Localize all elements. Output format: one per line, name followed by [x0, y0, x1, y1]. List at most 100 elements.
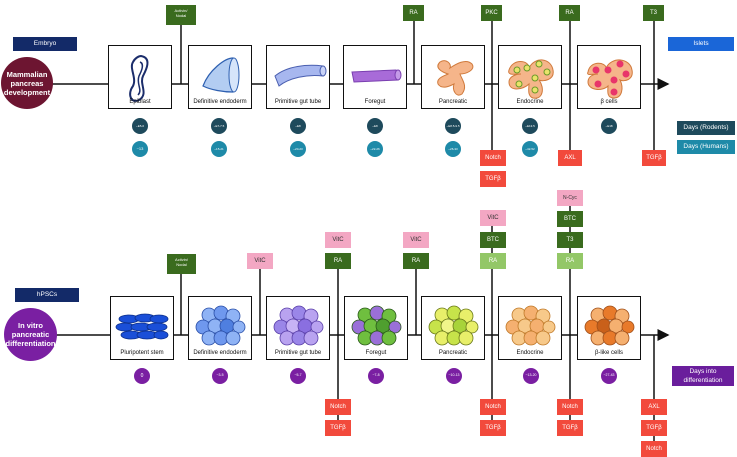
legend-humans: Days (Humans) [677, 140, 735, 154]
signal-tgfb: TGFβ [480, 171, 506, 187]
human-days-primitive-gut-tube: ~20-23 [290, 141, 306, 157]
human-days-epiblast: ~13 [132, 141, 148, 157]
signal-vitc: VitC [325, 232, 351, 248]
rodent-days-primitive-gut-tube: ~E8 [290, 118, 306, 134]
branch-icon [437, 60, 474, 96]
signal-ra: RA [403, 253, 429, 269]
signal-btc: BTC [480, 232, 506, 248]
human-days-foregut: ~22-26 [367, 141, 383, 157]
days-beta-like-cells: ~27-43 [601, 368, 617, 384]
stage-endocrine: Endocrine [498, 296, 562, 360]
days-pancreatic: ~10-13 [446, 368, 462, 384]
signal-ra: RA [557, 253, 583, 269]
signal-n-cyc: N-Cyc [557, 190, 583, 206]
signal-ra: RA [403, 5, 424, 21]
signal-tgfb: TGFβ [480, 420, 506, 436]
stage-label: Definitive endoderm [193, 350, 247, 356]
tube-icon [274, 64, 327, 87]
stage-label: Primitive gut tube [274, 99, 322, 105]
signal-tgfb: TGFβ [557, 420, 583, 436]
gut-cells-icon [273, 305, 324, 346]
pancreatic-cells-icon [428, 305, 479, 346]
signal-tgfb: TGFβ [641, 420, 667, 436]
stage-epiblast: Epiblast [108, 45, 172, 109]
stage-label: Epiblast [129, 99, 151, 105]
days-pluripotent-stem: 0 [134, 368, 150, 384]
signal-btc: BTC [557, 211, 583, 227]
stage-definitive-endoderm: Definitive endoderm [188, 45, 252, 109]
rodent-days-beta-cells: ~E18 [601, 118, 617, 134]
embryo-header: Embryo [13, 37, 77, 51]
stage-label: Foregut [365, 350, 387, 356]
signal-notch: Notch [641, 441, 667, 457]
in-vitro-circle: In vitro pancreatic differentiation [4, 308, 57, 361]
signal-notch: Notch [480, 399, 506, 415]
beta-like-cells-icon [584, 305, 635, 346]
branch-cells-icon [508, 59, 554, 99]
signal-activin-nodal: Activin/ Nodal [166, 5, 196, 25]
epiblast-icon [129, 54, 149, 102]
signal-notch: Notch [480, 150, 506, 166]
signal-notch: Notch [557, 399, 583, 415]
rodent-days-foregut: ~E8 [367, 118, 383, 134]
legend-rodents: Days (Rodents) [677, 121, 735, 135]
signal-ra: RA [325, 253, 351, 269]
days-endocrine: ~13-20 [523, 368, 539, 384]
stage-label: Pancreatic [438, 350, 468, 356]
human-days-endocrine: ~42-52 [522, 141, 538, 157]
signal-axl: AXL [641, 399, 667, 415]
endocrine-cells-icon [505, 305, 556, 346]
days-into-differentiation-label: Days into differentiation [672, 366, 734, 386]
stage-beta-like-cells: β-like cells [577, 296, 641, 360]
signal-axl: AXL [558, 150, 582, 166]
days-primitive-gut-tube: ~5-7 [290, 368, 306, 384]
signal-activin-nodal: Activin/ Nodal [167, 254, 196, 274]
rodent-days-definitive-endoderm: ~E7-7.5 [211, 118, 227, 134]
signal-t3: T3 [557, 232, 583, 248]
rodent-days-epiblast: ~E5-6 [132, 118, 148, 134]
foregut-icon [351, 69, 402, 83]
stage-label: Endocrine [516, 99, 544, 105]
stage-label: β-like cells [594, 350, 624, 356]
signal-ra: RA [559, 5, 580, 21]
stage-beta-cells: β cells [577, 45, 641, 109]
stage-label: Pancreatic [438, 99, 468, 105]
rodent-days-pancreatic: ~E8.5-9.5 [445, 118, 461, 134]
stage-endocrine: Endocrine [498, 45, 562, 109]
stage-label: Endocrine [516, 350, 544, 356]
signal-pkc: PKC [481, 5, 502, 21]
signal-vitc: VitC [480, 210, 506, 226]
stage-label: β cells [600, 99, 618, 105]
stage-label: Pluripotent stem [120, 350, 164, 356]
cone-icon [202, 57, 240, 93]
stage-primitive-gut-tube: Primitive gut tube [266, 45, 330, 109]
signal-ra: RA [480, 253, 506, 269]
stage-foregut: Foregut [343, 45, 407, 109]
days-definitive-endoderm: ~3-5 [212, 368, 228, 384]
signal-t3: T3 [643, 5, 664, 21]
stage-foregut: Foregut [344, 296, 408, 360]
human-days-definitive-endoderm: ~15-21 [211, 141, 227, 157]
days-foregut: ~7-8 [368, 368, 384, 384]
stage-primitive-gut-tube: Primitive gut tube [266, 296, 330, 360]
signal-notch: Notch [325, 399, 351, 415]
rodent-days-endocrine: ~E13.5 [522, 118, 538, 134]
stage-label: Primitive gut tube [274, 350, 322, 356]
signal-vitc: VitC [403, 232, 429, 248]
signal-tgfb: TGFβ [642, 150, 666, 166]
beta-cells-icon [587, 59, 633, 99]
stem-cells-icon [115, 313, 169, 340]
stage-pancreatic: Pancreatic [421, 45, 485, 109]
mammalian-development-circle: Mammalian pancreas development [1, 57, 53, 109]
human-days-pancreatic: ~26-33 [445, 141, 461, 157]
stage-label: Definitive endoderm [193, 99, 247, 105]
hpscs-header: hPSCs [15, 288, 79, 302]
islets-label: Islets [668, 37, 734, 51]
signal-vitc: VitC [247, 253, 273, 269]
endoderm-cells-icon [195, 305, 246, 346]
signal-tgfb: TGFβ [325, 420, 351, 436]
stage-pancreatic: Pancreatic [421, 296, 485, 360]
stage-definitive-endoderm: Definitive endoderm [188, 296, 252, 360]
stage-label: Foregut [364, 99, 386, 105]
